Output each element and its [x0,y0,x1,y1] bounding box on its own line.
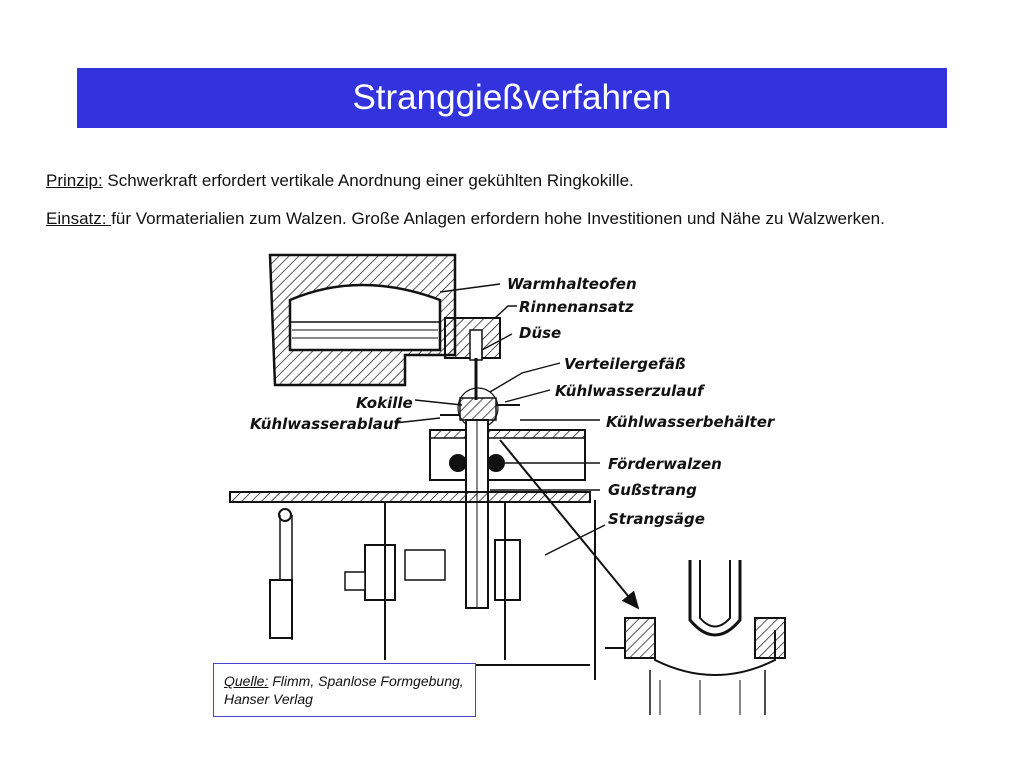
principle-text: Schwerkraft erfordert vertikale Anordnun… [102,171,634,190]
label-kuehlwasserablauf: Kühlwasserablauf [250,415,403,433]
label-kokille: Kokille [356,394,413,412]
label-gussstrang: Gußstrang [608,481,697,499]
label-duese: Düse [519,324,561,342]
detail-arrow [499,439,640,610]
label-kuehlwasserzulauf: Kühlwasserzulauf [555,382,706,400]
label-rinnenansatz: Rinnenansatz [519,298,634,316]
use-label: Einsatz: [46,209,112,228]
source-label: Quelle: [224,673,269,689]
conveyor-rolls [449,454,505,472]
label-warmhalteofen: Warmhalteofen [507,275,637,293]
machinery [250,502,590,666]
trough-nozzle [444,317,501,400]
leader-lines [394,283,606,556]
page-title: Stranggießverfahren [352,78,672,117]
saw-detail [605,560,786,715]
label-foerderwalzen: Förderwalzen [608,455,722,473]
label-strangsaege: Strangsäge [608,510,705,528]
label-verteilergefaess: Verteilergefäß [564,355,686,373]
source-text: Flimm, Spanlose Formgebung, Hanser Verla… [224,673,464,707]
cooling-water-tank [429,429,586,481]
strand [465,419,489,609]
principle-paragraph: Prinzip: Schwerkraft erfordert vertikale… [46,170,946,192]
use-paragraph: Einsatz: für Vormaterialien zum Walzen. … [46,208,946,230]
principle-label: Prinzip: [46,171,103,190]
use-text: für Vormaterialien zum Walzen. Große Anl… [111,209,885,228]
furnace [268,253,457,387]
mould [440,387,520,429]
source-box: Quelle: Flimm, Spanlose Formgebung, Hans… [213,663,476,717]
title-bar: Stranggießverfahren [77,68,947,128]
label-kuehlwasserbehaelter: Kühlwasserbehälter [606,413,776,431]
